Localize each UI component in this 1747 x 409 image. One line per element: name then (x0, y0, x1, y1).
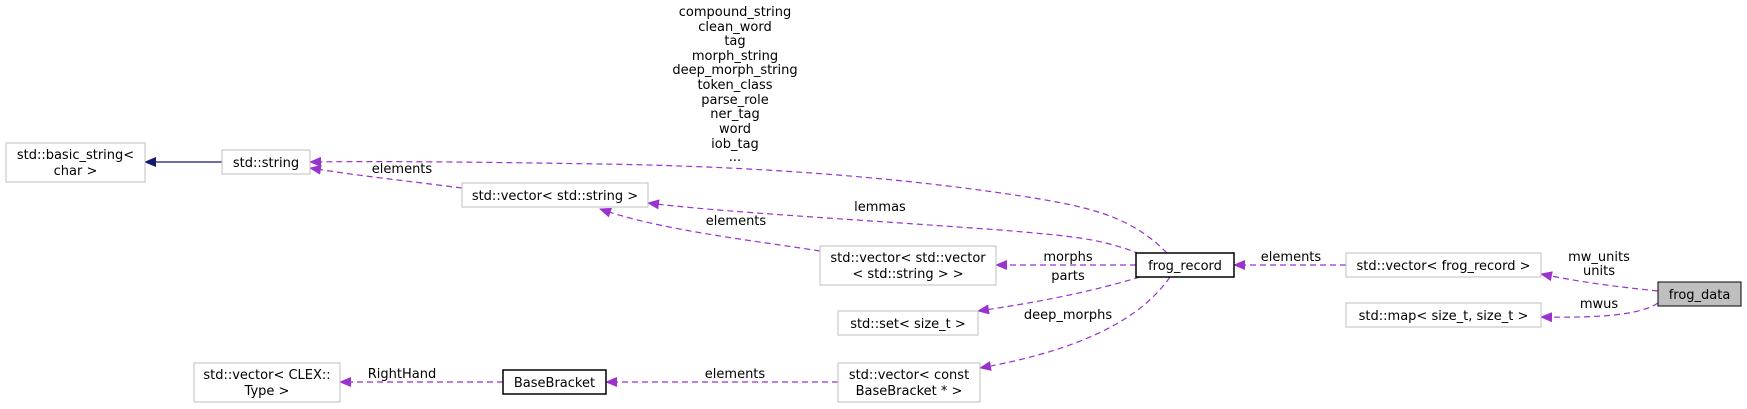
node-vector-string[interactable]: std::vector< std::string > (461, 182, 649, 208)
edge-frog-record-to-set (977, 276, 1141, 315)
node-frog-record-label: frog_record (1148, 259, 1222, 274)
node-vector-vector-string[interactable]: std::vector< std::vector < std::string >… (819, 245, 997, 286)
edge-frog-record-to-vector-string (647, 199, 1141, 255)
edge-label-record-elements: elements (1261, 250, 1322, 265)
edge-label-mw-units: mw_units (1568, 250, 1630, 265)
string-member-label: iob_tag (711, 137, 759, 152)
node-vector-vector-string-line1: std::vector< std::vector (830, 251, 986, 266)
edge-vector-string-to-string (309, 164, 463, 189)
node-set-size-t-label: std::set< size_t > (850, 317, 966, 332)
edge-label-mwus: mwus (1580, 297, 1619, 312)
string-member-label: word (719, 122, 751, 137)
node-vector-const-basebracket[interactable]: std::vector< const BaseBracket * > (837, 362, 981, 403)
edge-label-parts: parts (1051, 269, 1085, 284)
node-vector-string-label: std::vector< std::string > (472, 189, 638, 204)
string-member-label: compound_string (679, 5, 792, 20)
node-basic-string-line1: std::basic_string< (17, 148, 134, 163)
edge-frog-record-to-vector-basebracket (979, 276, 1171, 371)
edge-label-morphs: morphs (1043, 250, 1092, 265)
node-vector-clex-type-line2: Type > (244, 384, 290, 399)
node-basic-string[interactable]: std::basic_string< char > (5, 142, 146, 183)
node-vector-frog-record-label: std::vector< frog_record > (1356, 259, 1530, 274)
node-std-string-label: std::string (233, 156, 299, 171)
node-vector-const-basebracket-line1: std::vector< const (849, 368, 969, 383)
node-vector-const-basebracket-line2: BaseBracket * > (856, 384, 963, 399)
edge-label-righthand: RightHand (368, 367, 436, 382)
node-map-size-t-label: std::map< size_t, size_t > (1359, 309, 1529, 324)
string-member-label: parse_role (701, 93, 768, 108)
node-vector-frog-record[interactable]: std::vector< frog_record > (1345, 252, 1542, 278)
node-frog-record[interactable]: frog_record (1135, 252, 1235, 278)
node-vector-vector-string-line2: < std::string > > (852, 267, 963, 282)
edge-frog-record-to-string (309, 156, 1168, 254)
node-basebracket[interactable]: BaseBracket (502, 369, 607, 395)
node-frog-data-label: frog_data (1669, 288, 1731, 303)
node-frog-data[interactable]: frog_data (1657, 281, 1742, 307)
string-member-label: ... (729, 150, 741, 165)
edge-labels: mw_units units mwus elements lemmas morp… (368, 5, 1630, 382)
edge-label-vvs-elements: elements (706, 214, 767, 229)
edge-label-lemmas: lemmas (854, 200, 906, 215)
edge-label-units: units (1583, 264, 1615, 279)
edge-label-vs-elements: elements (372, 162, 433, 177)
edge-label-bb-elements: elements (705, 367, 766, 382)
string-member-label: morph_string (692, 49, 778, 64)
node-set-size-t[interactable]: std::set< size_t > (837, 310, 979, 336)
string-member-label: deep_morph_string (672, 63, 797, 78)
node-basic-string-line2: char > (54, 164, 98, 179)
string-member-label: ner_tag (710, 107, 759, 122)
string-member-label: clean_word (698, 20, 771, 35)
edge-frog-data-to-vector-frog-record (1540, 271, 1659, 292)
string-member-label: tag (724, 34, 745, 49)
node-vector-clex-type-line1: std::vector< CLEX:: (203, 368, 330, 383)
edge-label-string-members: compound_string clean_word tag morph_str… (672, 5, 797, 165)
edge-label-deep-morphs: deep_morphs (1024, 308, 1112, 323)
edge-frog-data-to-map (1540, 302, 1659, 323)
node-std-string[interactable]: std::string (221, 149, 311, 175)
string-member-label: token_class (697, 78, 772, 93)
edge-vector-vector-string-to-vector-string (599, 207, 821, 252)
node-basebracket-label: BaseBracket (514, 376, 595, 391)
node-vector-clex-type[interactable]: std::vector< CLEX:: Type > (193, 362, 341, 403)
node-map-size-t[interactable]: std::map< size_t, size_t > (1345, 302, 1542, 328)
edges (309, 156, 1659, 387)
